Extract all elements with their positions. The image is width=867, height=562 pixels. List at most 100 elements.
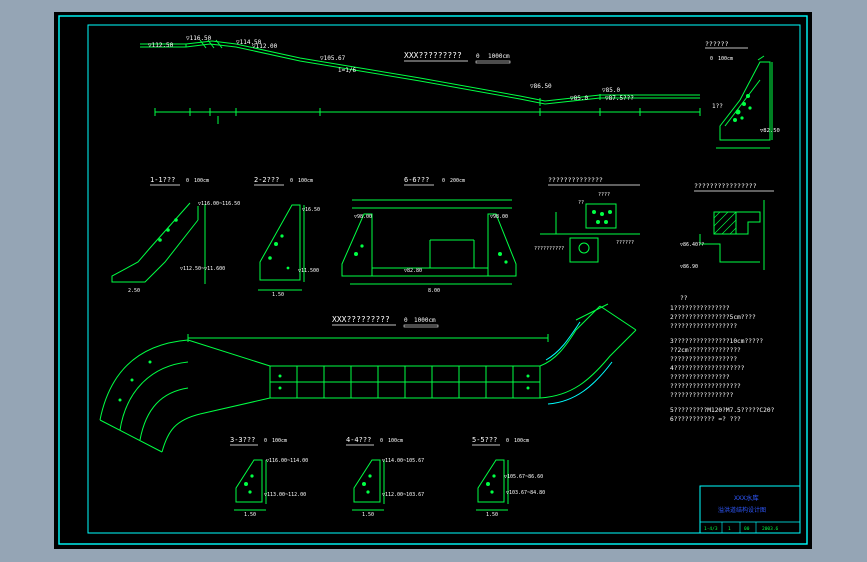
drain-detail: ?????????????? ???? ?? ?????????? ?????? (534, 176, 640, 263)
svg-text:▽112.00~103.67: ▽112.00~103.67 (382, 492, 424, 498)
level-label: ▽105.67 (320, 55, 346, 62)
section-2-2: 2-2??? 0 100cm ▽16.50 ▽11.500 1.50 (254, 176, 320, 298)
section-title: 4-4??? (346, 436, 371, 444)
svg-text:▽82.80: ▽82.80 (404, 268, 422, 274)
svg-text:▽116.00~114.00: ▽116.00~114.00 (266, 458, 308, 464)
svg-text:1.50: 1.50 (362, 512, 374, 518)
title-cell: 1 (728, 526, 731, 532)
level-label: ▽112.50 (148, 42, 174, 49)
svg-text:100cm: 100cm (272, 438, 287, 444)
svg-text:100cm: 100cm (514, 438, 529, 444)
note-line: 5?????????M120?M7.5?????C20? (670, 407, 775, 414)
level-label: ▽85.0 (602, 87, 620, 94)
note-line: ?????????????????? (670, 356, 737, 363)
svg-text:▽98.00: ▽98.00 (490, 214, 508, 220)
svg-text:1.50: 1.50 (272, 292, 284, 298)
svg-text:0: 0 (380, 438, 383, 444)
detail-title: ?????????????? (548, 176, 603, 184)
section-6-6: 6-6??? 0 200cm ▽98.00 ▽98.00 ▽82.80 8.00 (341, 176, 517, 294)
note-line: ?????????????????? (670, 323, 737, 330)
svg-text:0: 0 (442, 178, 445, 184)
notes-heading: ?? (680, 295, 688, 302)
title-block: XXX水库 溢洪道结构设计图 1-4/3 1 00 2003.6 (699, 485, 801, 534)
profile-bottom-line (140, 43, 700, 105)
plan-view: XXX????????? 0 1000cm (99, 303, 637, 453)
note-line: 2???????????????5cm???? (670, 314, 756, 321)
scale-end: 1000cm (488, 53, 510, 60)
svg-text:0: 0 (186, 178, 189, 184)
scale-zero: 0 (476, 53, 480, 60)
inner-frame (87, 24, 801, 534)
svg-text:0: 0 (710, 56, 713, 62)
section-4-4: 4-4??? 0 100cm ▽114.00~105.67 ▽112.00~10… (346, 436, 424, 518)
profile-title-block: XXX????????? 0 1000cm (404, 51, 511, 64)
company-name: XXX水库 (734, 493, 759, 502)
drawing-name: 溢洪道结构设计图 (718, 506, 766, 514)
svg-text:▽113.00~112.00: ▽113.00~112.00 (264, 492, 306, 498)
outer-frame (58, 15, 808, 545)
svg-text:100cm: 100cm (388, 438, 403, 444)
slope-label: i=1/6 (338, 67, 356, 74)
note-line: ??????????????????? (670, 383, 741, 390)
profile-top-line (140, 40, 700, 102)
svg-text:8.00: 8.00 (428, 288, 440, 294)
svg-text:100cm: 100cm (194, 178, 209, 184)
svg-text:▽11.500: ▽11.500 (298, 268, 319, 274)
note-line: 1??????????????? (670, 305, 730, 312)
longitudinal-profile (140, 39, 701, 124)
svg-text:0: 0 (264, 438, 267, 444)
title-cell: 2003.6 (762, 526, 779, 532)
section-5-5: 5-5??? 0 100cm ▽105.67~86.60 ▽103.67~84.… (472, 436, 545, 518)
svg-text:▽86.40??: ▽86.40?? (680, 242, 704, 248)
level-label: ▽87.5??? (605, 95, 634, 102)
level-label: ▽116.50 (186, 35, 212, 42)
svg-text:▽116.00~116.50: ▽116.00~116.50 (198, 201, 240, 207)
svg-text:??????: ?????? (616, 240, 634, 246)
wall-section (719, 61, 771, 141)
svg-text:0: 0 (404, 317, 408, 324)
svg-text:1.50: 1.50 (244, 512, 256, 518)
wall-detail: ???????????????? ▽86.40?? ▽86.90 (680, 182, 774, 270)
level-label: ▽85.0 (570, 95, 588, 102)
top-right-detail: ?????? 0 100cm 1?? ▽82.50 (705, 40, 780, 149)
svg-text:100cm: 100cm (718, 56, 733, 62)
section-title: 3-3??? (230, 436, 255, 444)
svg-text:▽98.00: ▽98.00 (354, 214, 372, 220)
section-3-3: 3-3??? 0 100cm ▽116.00~114.00 ▽113.00~11… (230, 436, 308, 518)
svg-text:▽103.67~84.80: ▽103.67~84.80 (506, 490, 545, 496)
section-title: 2-2??? (254, 176, 279, 184)
note-line: ????????????????? (670, 392, 734, 399)
section-1-1: 1-1??? 0 100cm ▽116.00~116.50 ▽112.50~▽1… (111, 176, 240, 294)
note-line: ???????????????? (670, 374, 730, 381)
svg-text:??: ?? (578, 200, 584, 206)
svg-text:▽105.67~86.60: ▽105.67~86.60 (504, 474, 543, 480)
svg-text:0: 0 (290, 178, 293, 184)
svg-text:▽82.50: ▽82.50 (760, 128, 780, 134)
svg-text:▽112.50~▽11.600: ▽112.50~▽11.600 (180, 266, 225, 272)
svg-text:▽114.00~105.67: ▽114.00~105.67 (382, 458, 424, 464)
svg-text:1000cm: 1000cm (414, 317, 436, 324)
svg-text:2.50: 2.50 (128, 288, 140, 294)
svg-text:??????????: ?????????? (534, 246, 564, 252)
svg-text:▽86.90: ▽86.90 (680, 264, 698, 270)
profile-labels: ▽112.50 ▽116.50 ▽114.50 ▽112.00 ▽105.67 … (148, 35, 634, 102)
level-label: ▽86.50 (530, 83, 552, 90)
level-label: ▽114.50 (236, 39, 262, 46)
level-label: ▽112.00 (252, 43, 278, 50)
svg-text:0: 0 (506, 438, 509, 444)
section-title: 5-5??? (472, 436, 497, 444)
section-title: 1-1??? (150, 176, 175, 184)
svg-text:1.50: 1.50 (486, 512, 498, 518)
detail-title: ?????? (705, 40, 729, 48)
svg-text:▽16.50: ▽16.50 (302, 207, 320, 213)
svg-text:1??: 1?? (712, 103, 723, 110)
detail-title: ???????????????? (694, 182, 757, 190)
svg-text:????: ???? (598, 192, 610, 198)
note-line: 6??????????? =? ??? (670, 416, 741, 423)
notes-block: ?? 1??????????????? 2???????????????5cm?… (670, 295, 775, 423)
svg-text:200cm: 200cm (450, 178, 465, 184)
profile-title: XXX????????? (404, 51, 462, 60)
note-line: 4??????????????????? (670, 365, 745, 372)
